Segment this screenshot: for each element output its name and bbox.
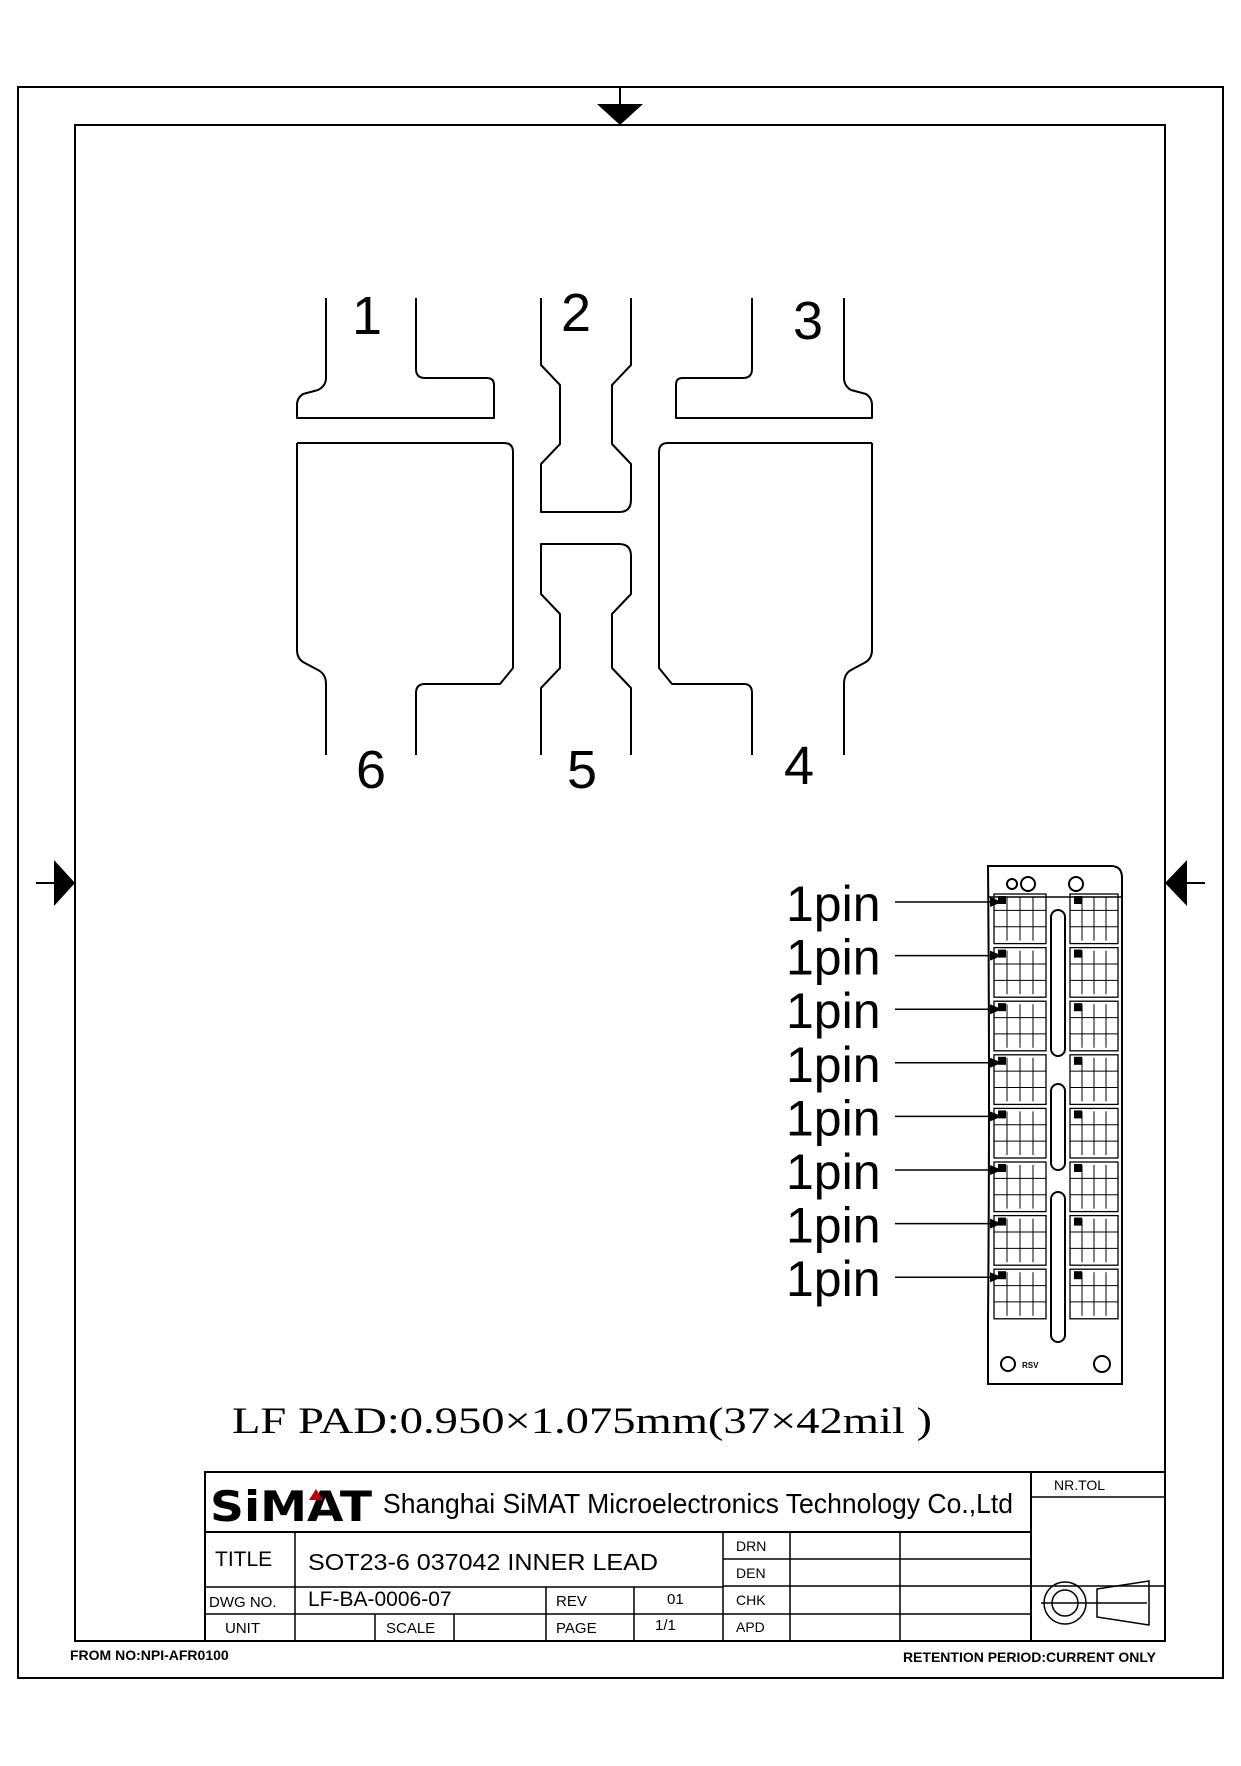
pin-marker-label: 1pin	[786, 1090, 881, 1146]
strip-unit	[1069, 1000, 1119, 1052]
dwg-no-value: LF-BA-0006-07	[308, 1588, 452, 1611]
strip-unit	[993, 1054, 1047, 1106]
drn-label: DRN	[736, 1538, 766, 1554]
strip-hole	[1068, 876, 1084, 892]
strip-unit	[1069, 1054, 1119, 1106]
pin-number-2: 2	[561, 283, 591, 343]
retention-period: RETENTION PERIOD:CURRENT ONLY	[903, 1649, 1157, 1665]
unit-label: UNIT	[225, 1620, 260, 1637]
rev-label: REV	[556, 1593, 587, 1610]
pad-size-note: LF PAD:0.950×1.075mm(37×42mil )	[232, 1401, 932, 1442]
pin-marker-label: 1pin	[786, 1251, 881, 1307]
pin-marker-arrowhead	[990, 1004, 1002, 1015]
strip-unit	[1069, 1107, 1119, 1159]
center-mark-left	[36, 860, 75, 906]
strip-unit	[993, 1161, 1047, 1213]
pin-number-1: 1	[352, 286, 382, 346]
strip-hole	[1020, 876, 1036, 892]
pin-marker-label: 1pin	[786, 930, 881, 986]
title-label: TITLE	[215, 1548, 272, 1571]
pin-marker-label: 1pin	[786, 1198, 881, 1254]
strip-slot	[1050, 1083, 1066, 1171]
strip-unit	[1069, 946, 1119, 998]
strip-unit-cells	[993, 893, 1119, 1320]
den-label: DEN	[736, 1565, 766, 1581]
scale-label: SCALE	[386, 1620, 435, 1637]
chk-label: CHK	[736, 1592, 766, 1608]
pin-number-6: 6	[356, 740, 386, 800]
strip-unit	[993, 946, 1047, 998]
rev-value: 01	[667, 1591, 684, 1608]
strip-hole	[1093, 1355, 1111, 1373]
center-mark-right	[1165, 860, 1205, 906]
pin-marker-label: 1pin	[786, 876, 881, 932]
lead-pin-3	[675, 298, 873, 419]
center-mark-top	[597, 87, 643, 125]
lead-pin-5	[540, 543, 632, 755]
strip-unit	[1069, 1161, 1119, 1213]
pin-marker-label: 1pin	[786, 983, 881, 1039]
lead-frame-outline	[296, 298, 873, 755]
strip-outline	[986, 865, 1123, 1385]
logo-accent-mark	[309, 1489, 323, 1500]
title-block	[204, 1471, 1166, 1642]
pin-marker-arrowhead	[990, 897, 1002, 907]
pad-upper-left	[296, 442, 514, 755]
pin-number-group: 1 2 3 4 5 6	[352, 283, 823, 800]
strip-unit	[1069, 1268, 1119, 1320]
dwg-no-label: DWG NO.	[209, 1594, 277, 1611]
pin-marker-arrowhead	[990, 1057, 1002, 1068]
pin-number-3: 3	[793, 291, 823, 351]
strip-hole	[1006, 878, 1018, 890]
pin-marker-arrowhead	[990, 950, 1002, 961]
strip-unit	[1069, 893, 1119, 945]
strip-slot	[1050, 909, 1066, 1057]
tolerance-label: NR.TOL	[1054, 1477, 1105, 1493]
company-name: Shanghai SiMAT Microelectronics Technolo…	[383, 1488, 1013, 1519]
pin-marker-label: 1pin	[786, 1037, 881, 1093]
apd-label: APD	[736, 1619, 765, 1635]
lead-pin-1	[296, 298, 495, 419]
strip-unit	[1069, 1214, 1119, 1266]
form-number: FROM NO:NPI-AFR0100	[70, 1647, 229, 1663]
strip-slot	[1050, 1191, 1066, 1343]
strip-unit	[993, 893, 1047, 945]
projection-symbol	[1041, 1580, 1150, 1626]
pin-marker-label: 1pin	[786, 1144, 881, 1200]
page-label: PAGE	[556, 1620, 597, 1637]
strip-unit	[993, 1107, 1047, 1159]
strip-label-rsv: RSV	[1022, 1361, 1039, 1370]
pin-marker-arrowhead	[990, 1165, 1002, 1175]
strip-unit	[993, 1214, 1047, 1266]
pin-marker-arrowhead	[990, 1272, 1002, 1283]
pin-number-5: 5	[567, 740, 597, 800]
strip-unit	[993, 1000, 1047, 1052]
company-logo: SiMAT	[210, 1482, 372, 1531]
pad-upper-right	[658, 442, 873, 755]
pin-marker-arrowhead	[990, 1218, 1002, 1229]
lead-pin-2	[540, 298, 632, 513]
pin-marker-arrowhead	[990, 1111, 1002, 1122]
strip-hole	[1000, 1356, 1016, 1372]
page-value: 1/1	[655, 1617, 676, 1634]
pin-number-4: 4	[784, 736, 814, 796]
lead-frame-strip	[986, 865, 1123, 1385]
strip-unit	[993, 1268, 1047, 1320]
drawing-title: SOT23-6 037042 INNER LEAD	[308, 1549, 658, 1575]
